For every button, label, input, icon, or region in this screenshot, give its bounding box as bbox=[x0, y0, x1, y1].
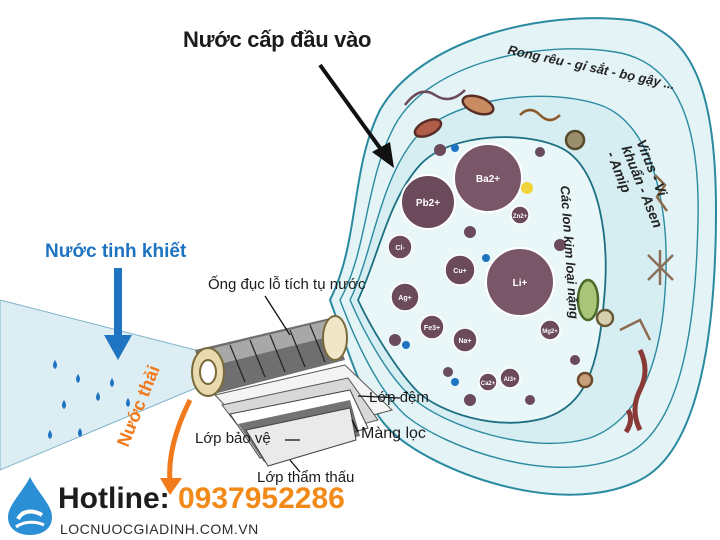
ion-label-zn: Zn2+ bbox=[513, 214, 528, 220]
ion-label-pb: Pb2+ bbox=[416, 198, 440, 209]
pure-water-arrow bbox=[104, 268, 132, 360]
microbes-illustration bbox=[404, 89, 674, 434]
hotline-number[interactable]: 0937952286 bbox=[178, 482, 345, 515]
ion-cu bbox=[444, 254, 476, 286]
pure-water-stream bbox=[0, 299, 216, 471]
ion-ba bbox=[453, 143, 523, 213]
membrane-cartridge bbox=[191, 315, 348, 397]
waste-water-arrow bbox=[167, 398, 193, 483]
water-drops bbox=[48, 360, 130, 439]
protective-layer-label: Lớp bảo vệ bbox=[195, 430, 271, 447]
ion-label-cu: Cu+ bbox=[453, 268, 466, 275]
ion-zn bbox=[510, 205, 530, 225]
feed-water-arrow bbox=[318, 63, 394, 168]
ion-label-cl: Cl- bbox=[395, 245, 405, 252]
ion-fe bbox=[419, 314, 445, 340]
waste-water-arrowhead bbox=[160, 478, 182, 495]
ion-li bbox=[485, 247, 555, 317]
ion-cl bbox=[387, 234, 413, 260]
ion-particles: Pb2+ Ba2+ Li+ Cu+ Na+ Cl- Ag+ Fe3+ Al3+ … bbox=[387, 143, 580, 406]
ion-na bbox=[452, 327, 478, 353]
ion-label-mg: Mg2+ bbox=[542, 329, 558, 335]
ion-ca bbox=[478, 372, 498, 392]
hotline: Hotline: 0937952286 bbox=[58, 482, 345, 516]
feed-water-label: Nước cấp đầu vào bbox=[183, 27, 372, 52]
ion-ag bbox=[390, 282, 420, 312]
ion-label-fe: Fe3+ bbox=[424, 325, 440, 332]
membrane-sheets bbox=[214, 364, 393, 467]
ion-pb bbox=[400, 174, 456, 230]
ion-label-ba: Ba2+ bbox=[476, 174, 500, 185]
ion-al bbox=[499, 367, 521, 389]
website-label[interactable]: LOCNUOCGIADINH.COM.VN bbox=[60, 521, 259, 537]
pure-water-label: Nước tinh khiết bbox=[45, 241, 187, 262]
ion-label-al: Al3+ bbox=[504, 377, 517, 383]
ion-label-ag: Ag+ bbox=[398, 295, 411, 302]
water-drop-logo-icon bbox=[8, 477, 52, 535]
ion-label-na: Na+ bbox=[458, 338, 471, 345]
buffer-layer-label: Lớp đệm bbox=[369, 389, 429, 406]
label-pointers bbox=[264, 295, 401, 473]
permeate-layer-label: Lớp thẩm thấu bbox=[257, 469, 355, 486]
collector-tube-label: Ống đục lỗ tích tụ nước bbox=[208, 276, 366, 293]
ion-label-li: Li+ bbox=[513, 278, 528, 289]
membrane-label: Màng lọc bbox=[361, 425, 426, 442]
hotline-label: Hotline: bbox=[58, 482, 170, 515]
ion-label-ca: Ca2+ bbox=[481, 381, 496, 387]
feed-water-bubble-inner bbox=[339, 48, 699, 469]
ion-mg bbox=[539, 319, 561, 341]
